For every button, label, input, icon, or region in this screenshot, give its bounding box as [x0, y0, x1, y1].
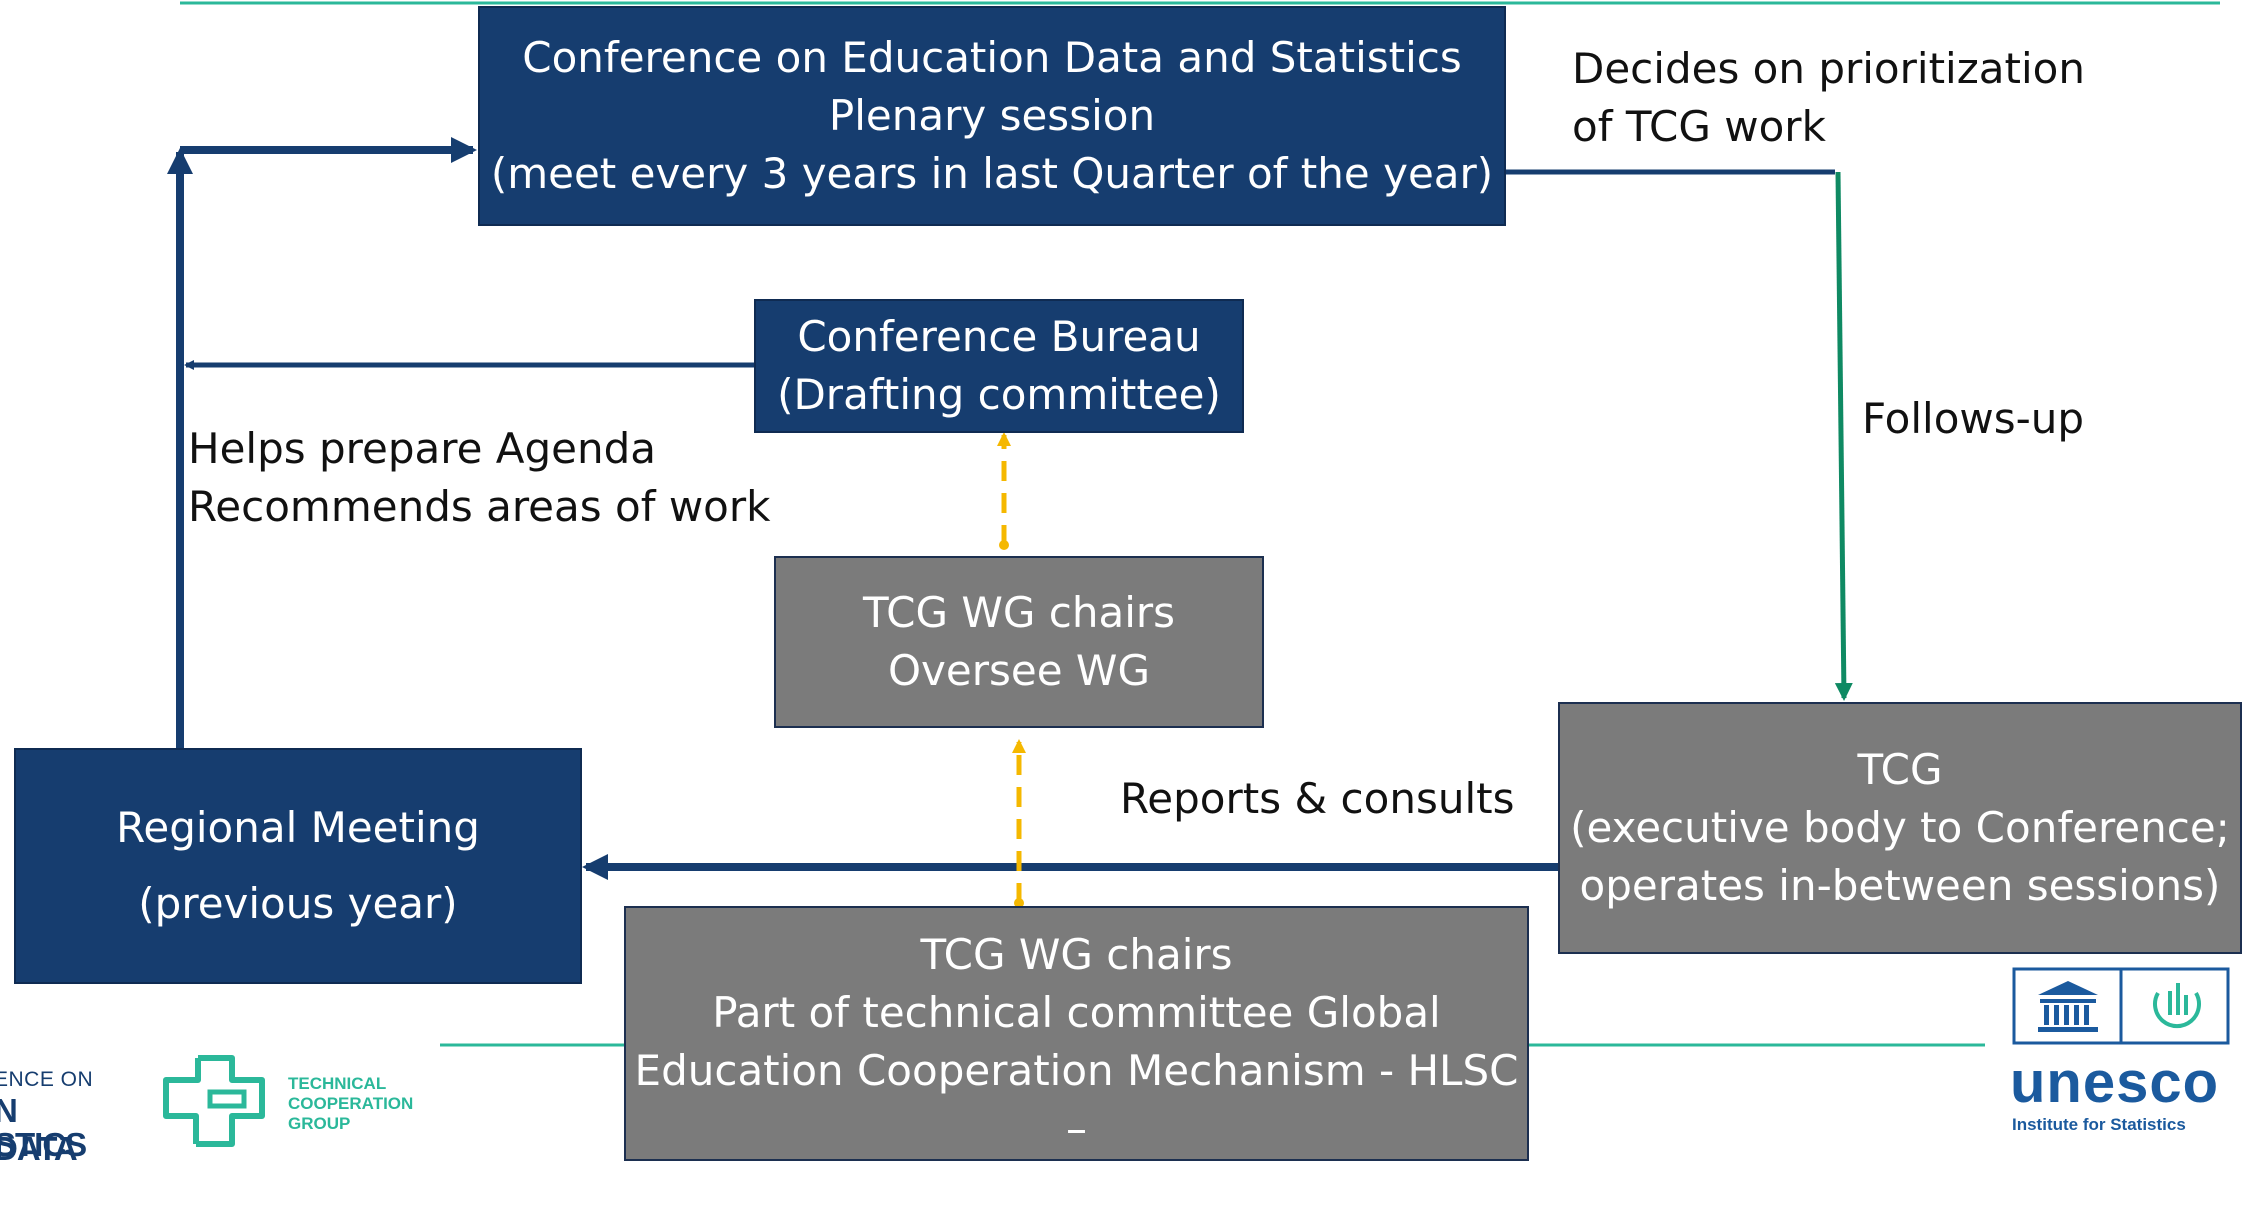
- wg-chairs-subtitle: Oversee WG: [887, 646, 1150, 695]
- wg-chairs-technical-box: TCG WG chairs Part of technical committe…: [624, 906, 1529, 1211]
- unesco-institute-text: Institute for Statistics: [2012, 1115, 2186, 1134]
- connector-layer: [167, 1, 2220, 1047]
- conference-logo: ENCE ON N DATA STICS: [0, 1068, 104, 1167]
- regional-subtitle: (previous year): [138, 879, 458, 928]
- regional-meeting-box: Regional Meeting (previous year): [14, 748, 582, 984]
- decides-label-line2: of TCG work: [1572, 102, 1826, 151]
- unesco-emblem: [2012, 967, 2230, 1045]
- tcg-box: TCG (executive body to Conference; opera…: [1558, 702, 2242, 954]
- helps-label-line2: Recommends areas of work: [188, 482, 771, 531]
- tcg-logo-line1: TECHNICAL: [288, 1074, 387, 1093]
- arrow-follows-up: [1834, 171, 1853, 701]
- regional-title: Regional Meeting: [116, 803, 480, 852]
- tcg-logo: TECHNICAL COOPERATION GROUP: [158, 1052, 438, 1157]
- conference-title: Conference on Education Data and Statist…: [522, 33, 1462, 82]
- conference-logo-line1: ENCE ON: [0, 1068, 94, 1091]
- conference-subtitle: Plenary session: [828, 91, 1156, 140]
- tcg-logo-line2: COOPERATION: [288, 1094, 414, 1113]
- conference-plenary-box: Conference on Education Data and Statist…: [478, 6, 1506, 226]
- dashed-bureau-wg-end: [999, 540, 1009, 550]
- unesco-wordmark: unesco: [2010, 1050, 2220, 1115]
- bureau-subtitle: (Drafting committee): [777, 370, 1221, 419]
- tcg-operates: operates in-between sessions): [1579, 861, 2221, 910]
- bureau-title: Conference Bureau: [797, 312, 1201, 361]
- wg-technical-line4: Functional Area 2 - Data and monitoring: [654, 1162, 1499, 1211]
- tcg-logo-line3: GROUP: [288, 1114, 351, 1133]
- tcg-logo-mark: [163, 1055, 265, 1147]
- tcg-role: (executive body to Conference;: [1570, 803, 2230, 852]
- unesco-logo: unesco Institute for Statistics: [2010, 965, 2232, 1143]
- wg-chairs-box: TCG WG chairs Oversee WG: [774, 556, 1264, 728]
- decides-label-line1: Decides on prioritization: [1572, 44, 2085, 93]
- conference-bureau-box: Conference Bureau (Drafting committee): [754, 299, 1244, 433]
- follows-up-label: Follows-up: [1862, 394, 2085, 443]
- wg-technical-line2: Part of technical committee Global: [712, 988, 1441, 1037]
- wg-technical-title: TCG WG chairs: [920, 930, 1233, 979]
- tcg-title: TCG: [1857, 745, 1943, 794]
- conference-frequency: (meet every 3 years in last Quarter of t…: [490, 149, 1494, 198]
- reports-label: Reports & consults: [1120, 774, 1515, 823]
- dashed-wg-technical-end: [1014, 898, 1024, 908]
- wg-chairs-title: TCG WG chairs: [862, 588, 1176, 637]
- helps-label-line1: Helps prepare Agenda: [188, 424, 657, 473]
- conference-logo-line3: STICS: [0, 1126, 87, 1163]
- wg-technical-line3: Education Cooperation Mechanism - HLSC –: [634, 1046, 1519, 1153]
